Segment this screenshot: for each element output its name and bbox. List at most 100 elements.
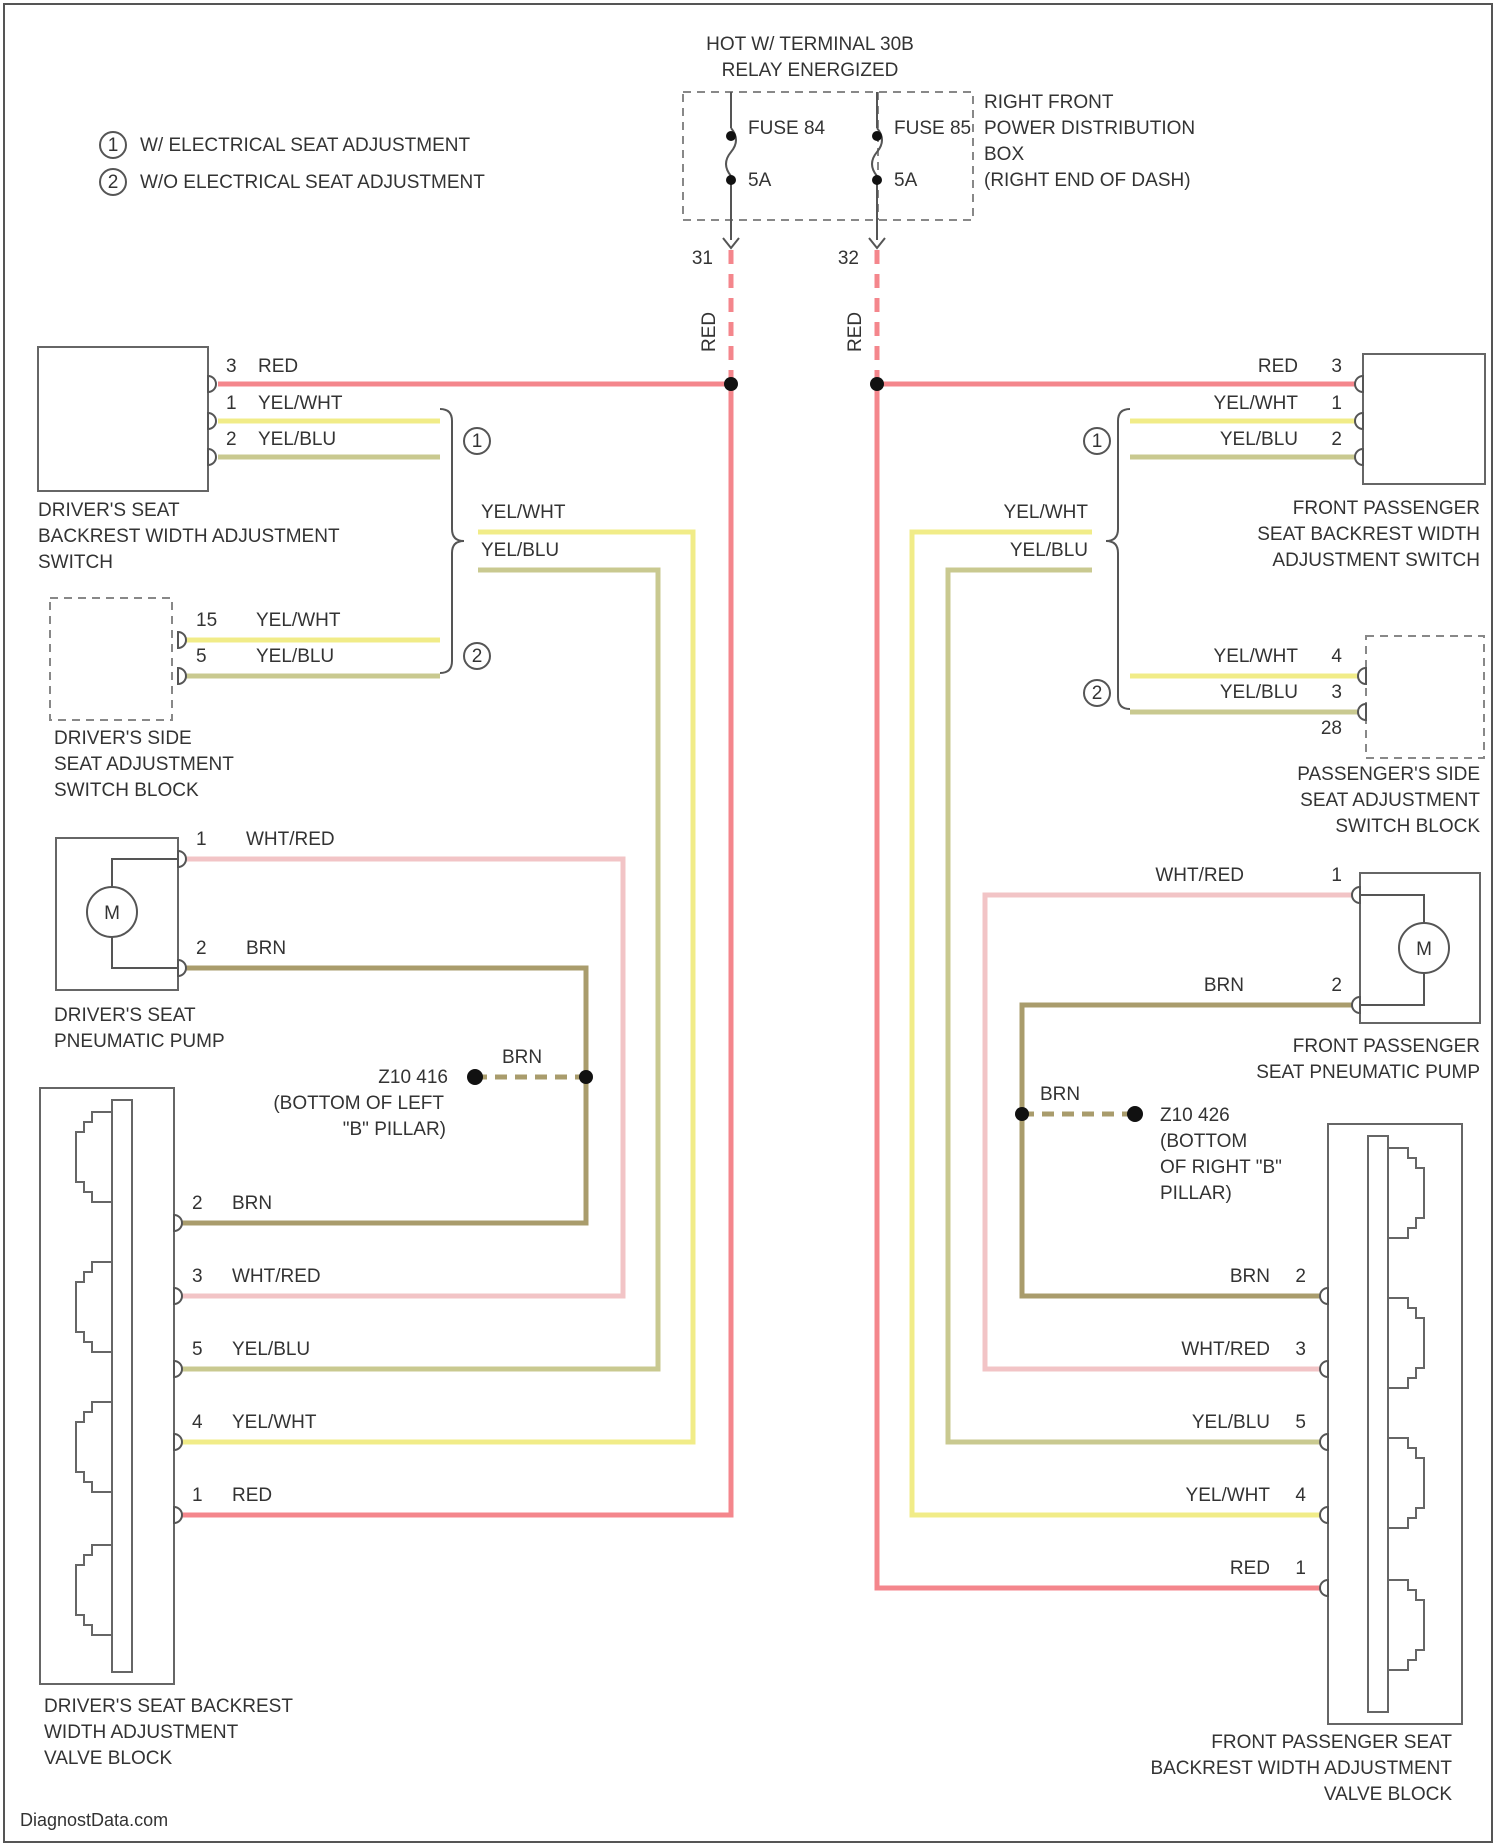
right-sideblock-connectors (1358, 668, 1366, 720)
left-side-switch-caption-1: DRIVER'S SIDE (54, 728, 192, 749)
distribution-box-caption-2: POWER DISTRIBUTION (984, 118, 1195, 139)
fuse-85-rating: 5A (894, 170, 918, 191)
left-pump-wire-whtred: WHT/RED (246, 829, 335, 850)
right-switch-pin-3: 3 (1331, 356, 1342, 377)
right-switch-wire-yelblu: YEL/BLU (1220, 429, 1298, 450)
right-pump-wire-whtred: WHT/RED (1155, 865, 1244, 886)
left-valve-caption-1: DRIVER'S SEAT BACKREST (44, 1696, 293, 1717)
right-valve-pin-2: 2 (1295, 1266, 1306, 1287)
right-valve-block (1328, 1124, 1462, 1724)
left-backrest-switch-caption-1: DRIVER'S SEAT (38, 500, 180, 521)
right-pump-pin-2: 2 (1331, 975, 1342, 996)
left-valve-pin-5: 5 (192, 1339, 203, 1360)
right-pump-motor-label: M (1416, 939, 1432, 960)
right-ground-splice-dot (1015, 1107, 1029, 1121)
right-sideblock-connector-id: 28 (1321, 718, 1342, 739)
right-valve-connectors (1320, 1288, 1328, 1596)
left-valve-pin-1: 1 (192, 1485, 203, 1506)
left-switch-wire-red: RED (258, 356, 298, 377)
right-ground-desc-3: PILLAR) (1160, 1183, 1232, 1204)
left-ground-id: Z10 416 (378, 1067, 448, 1088)
right-sideblock-pin-4: 4 (1331, 646, 1342, 667)
header-line-1: HOT W/ TERMINAL 30B (706, 34, 914, 55)
left-ground-point-icon (467, 1069, 483, 1085)
fuse-84-pin: 31 (692, 248, 713, 269)
right-merge-label-yelblu: YEL/BLU (1010, 540, 1088, 561)
right-valve-caption-1: FRONT PASSENGER SEAT (1211, 1732, 1452, 1753)
right-merge-label-yelwht: YEL/WHT (1004, 502, 1089, 523)
right-sideblock-wire-yelblu: YEL/BLU (1220, 682, 1298, 703)
left-merged-yelwht-wire (178, 532, 693, 1442)
header-line-2: RELAY ENERGIZED (722, 60, 899, 81)
left-valve-caption-2: WIDTH ADJUSTMENT (44, 1722, 239, 1743)
left-backrest-switch-caption-3: SWITCH (38, 552, 113, 573)
left-switch-wire-yelblu: YEL/BLU (258, 429, 336, 450)
legend-symbol-2: 2 (108, 172, 119, 193)
left-ground-desc-2: "B" PILLAR) (343, 1119, 446, 1140)
left-valve-pin-2: 2 (192, 1193, 203, 1214)
right-valve-wire-whtred: WHT/RED (1181, 1339, 1270, 1360)
left-sideblock-pin-5: 5 (196, 646, 207, 667)
right-backrest-switch-caption-3: ADJUSTMENT SWITCH (1272, 550, 1480, 571)
left-switch-pin-2: 2 (226, 429, 237, 450)
right-brace-symbol-2: 2 (1092, 683, 1103, 704)
left-valve-caption-3: VALVE BLOCK (44, 1748, 172, 1769)
right-side-switch-caption-1: PASSENGER'S SIDE (1297, 764, 1480, 785)
right-valve-wire-yelblu: YEL/BLU (1192, 1412, 1270, 1433)
right-valve-pin-1: 1 (1295, 1558, 1306, 1579)
legend-text-1: W/ ELECTRICAL SEAT ADJUSTMENT (140, 135, 470, 156)
right-splice-dot (870, 377, 884, 391)
right-pump-pin-1: 1 (1331, 865, 1342, 886)
left-valve-block-bar (112, 1100, 132, 1672)
left-valve-wire-yelblu: YEL/BLU (232, 1339, 310, 1360)
left-pump-caption-1: DRIVER'S SEAT (54, 1005, 196, 1026)
legend-symbol-1: 1 (108, 135, 119, 156)
left-backrest-switch (38, 347, 208, 491)
right-valve-wire-brn: BRN (1230, 1266, 1270, 1287)
left-switch-pin-3: 3 (226, 356, 237, 377)
left-sideblock-wire-yelblu: YEL/BLU (256, 646, 334, 667)
right-switch-pin-1: 1 (1331, 393, 1342, 414)
left-side-switch-caption-3: SWITCH BLOCK (54, 780, 199, 801)
left-pump-caption-2: PNEUMATIC PUMP (54, 1031, 225, 1052)
right-switch-wire-red: RED (1258, 356, 1298, 377)
fuse-84-name: FUSE 84 (748, 118, 826, 139)
right-side-switch-caption-2: SEAT ADJUSTMENT (1300, 790, 1480, 811)
fuse-84 (726, 92, 736, 240)
left-valve-pin-3: 3 (192, 1266, 203, 1287)
right-red-feed-wire (877, 384, 1320, 1588)
distribution-box-caption-1: RIGHT FRONT (984, 92, 1114, 113)
right-valve-caption-3: VALVE BLOCK (1324, 1784, 1452, 1805)
right-variant-brace (1106, 409, 1130, 709)
right-ground-desc-1: (BOTTOM (1160, 1131, 1247, 1152)
left-sideblock-connectors (178, 632, 186, 684)
left-ground-desc-1: (BOTTOM OF LEFT (273, 1093, 444, 1114)
right-valve-block-bar (1368, 1136, 1388, 1712)
left-sideblock-wire-yelwht: YEL/WHT (256, 610, 341, 631)
right-valve-pin-3: 3 (1295, 1339, 1306, 1360)
right-valve-caption-2: BACKREST WIDTH ADJUSTMENT (1150, 1758, 1452, 1779)
left-merge-label-yelblu: YEL/BLU (481, 540, 559, 561)
power-distribution-box (683, 92, 973, 220)
right-ground-id: Z10 426 (1160, 1105, 1230, 1126)
right-pump-caption-2: SEAT PNEUMATIC PUMP (1256, 1062, 1480, 1083)
left-ground-wire-brn: BRN (502, 1047, 542, 1068)
left-valve-wire-whtred: WHT/RED (232, 1266, 321, 1287)
right-valve-pin-4: 4 (1295, 1485, 1306, 1506)
right-backrest-switch-caption-1: FRONT PASSENGER (1293, 498, 1480, 519)
right-brace-symbol-1: 1 (1092, 431, 1103, 452)
left-valve-wire-yelwht: YEL/WHT (232, 1412, 317, 1433)
left-valve-wire-brn: BRN (232, 1193, 272, 1214)
left-valve-connectors (174, 1215, 182, 1523)
right-side-switch-caption-3: SWITCH BLOCK (1335, 816, 1480, 837)
fuse-85-wire-color: RED (845, 312, 866, 352)
right-switch-pin-2: 2 (1331, 429, 1342, 450)
right-ground-point-icon (1127, 1106, 1143, 1122)
left-backrest-switch-caption-2: BACKREST WIDTH ADJUSTMENT (38, 526, 340, 547)
left-brace-symbol-1: 1 (472, 431, 483, 452)
distribution-box-caption-3: BOX (984, 144, 1024, 165)
right-sideblock-pin-3: 3 (1331, 682, 1342, 703)
left-switch-wire-yelwht: YEL/WHT (258, 393, 343, 414)
right-ground-desc-2: OF RIGHT "B" (1160, 1157, 1282, 1178)
